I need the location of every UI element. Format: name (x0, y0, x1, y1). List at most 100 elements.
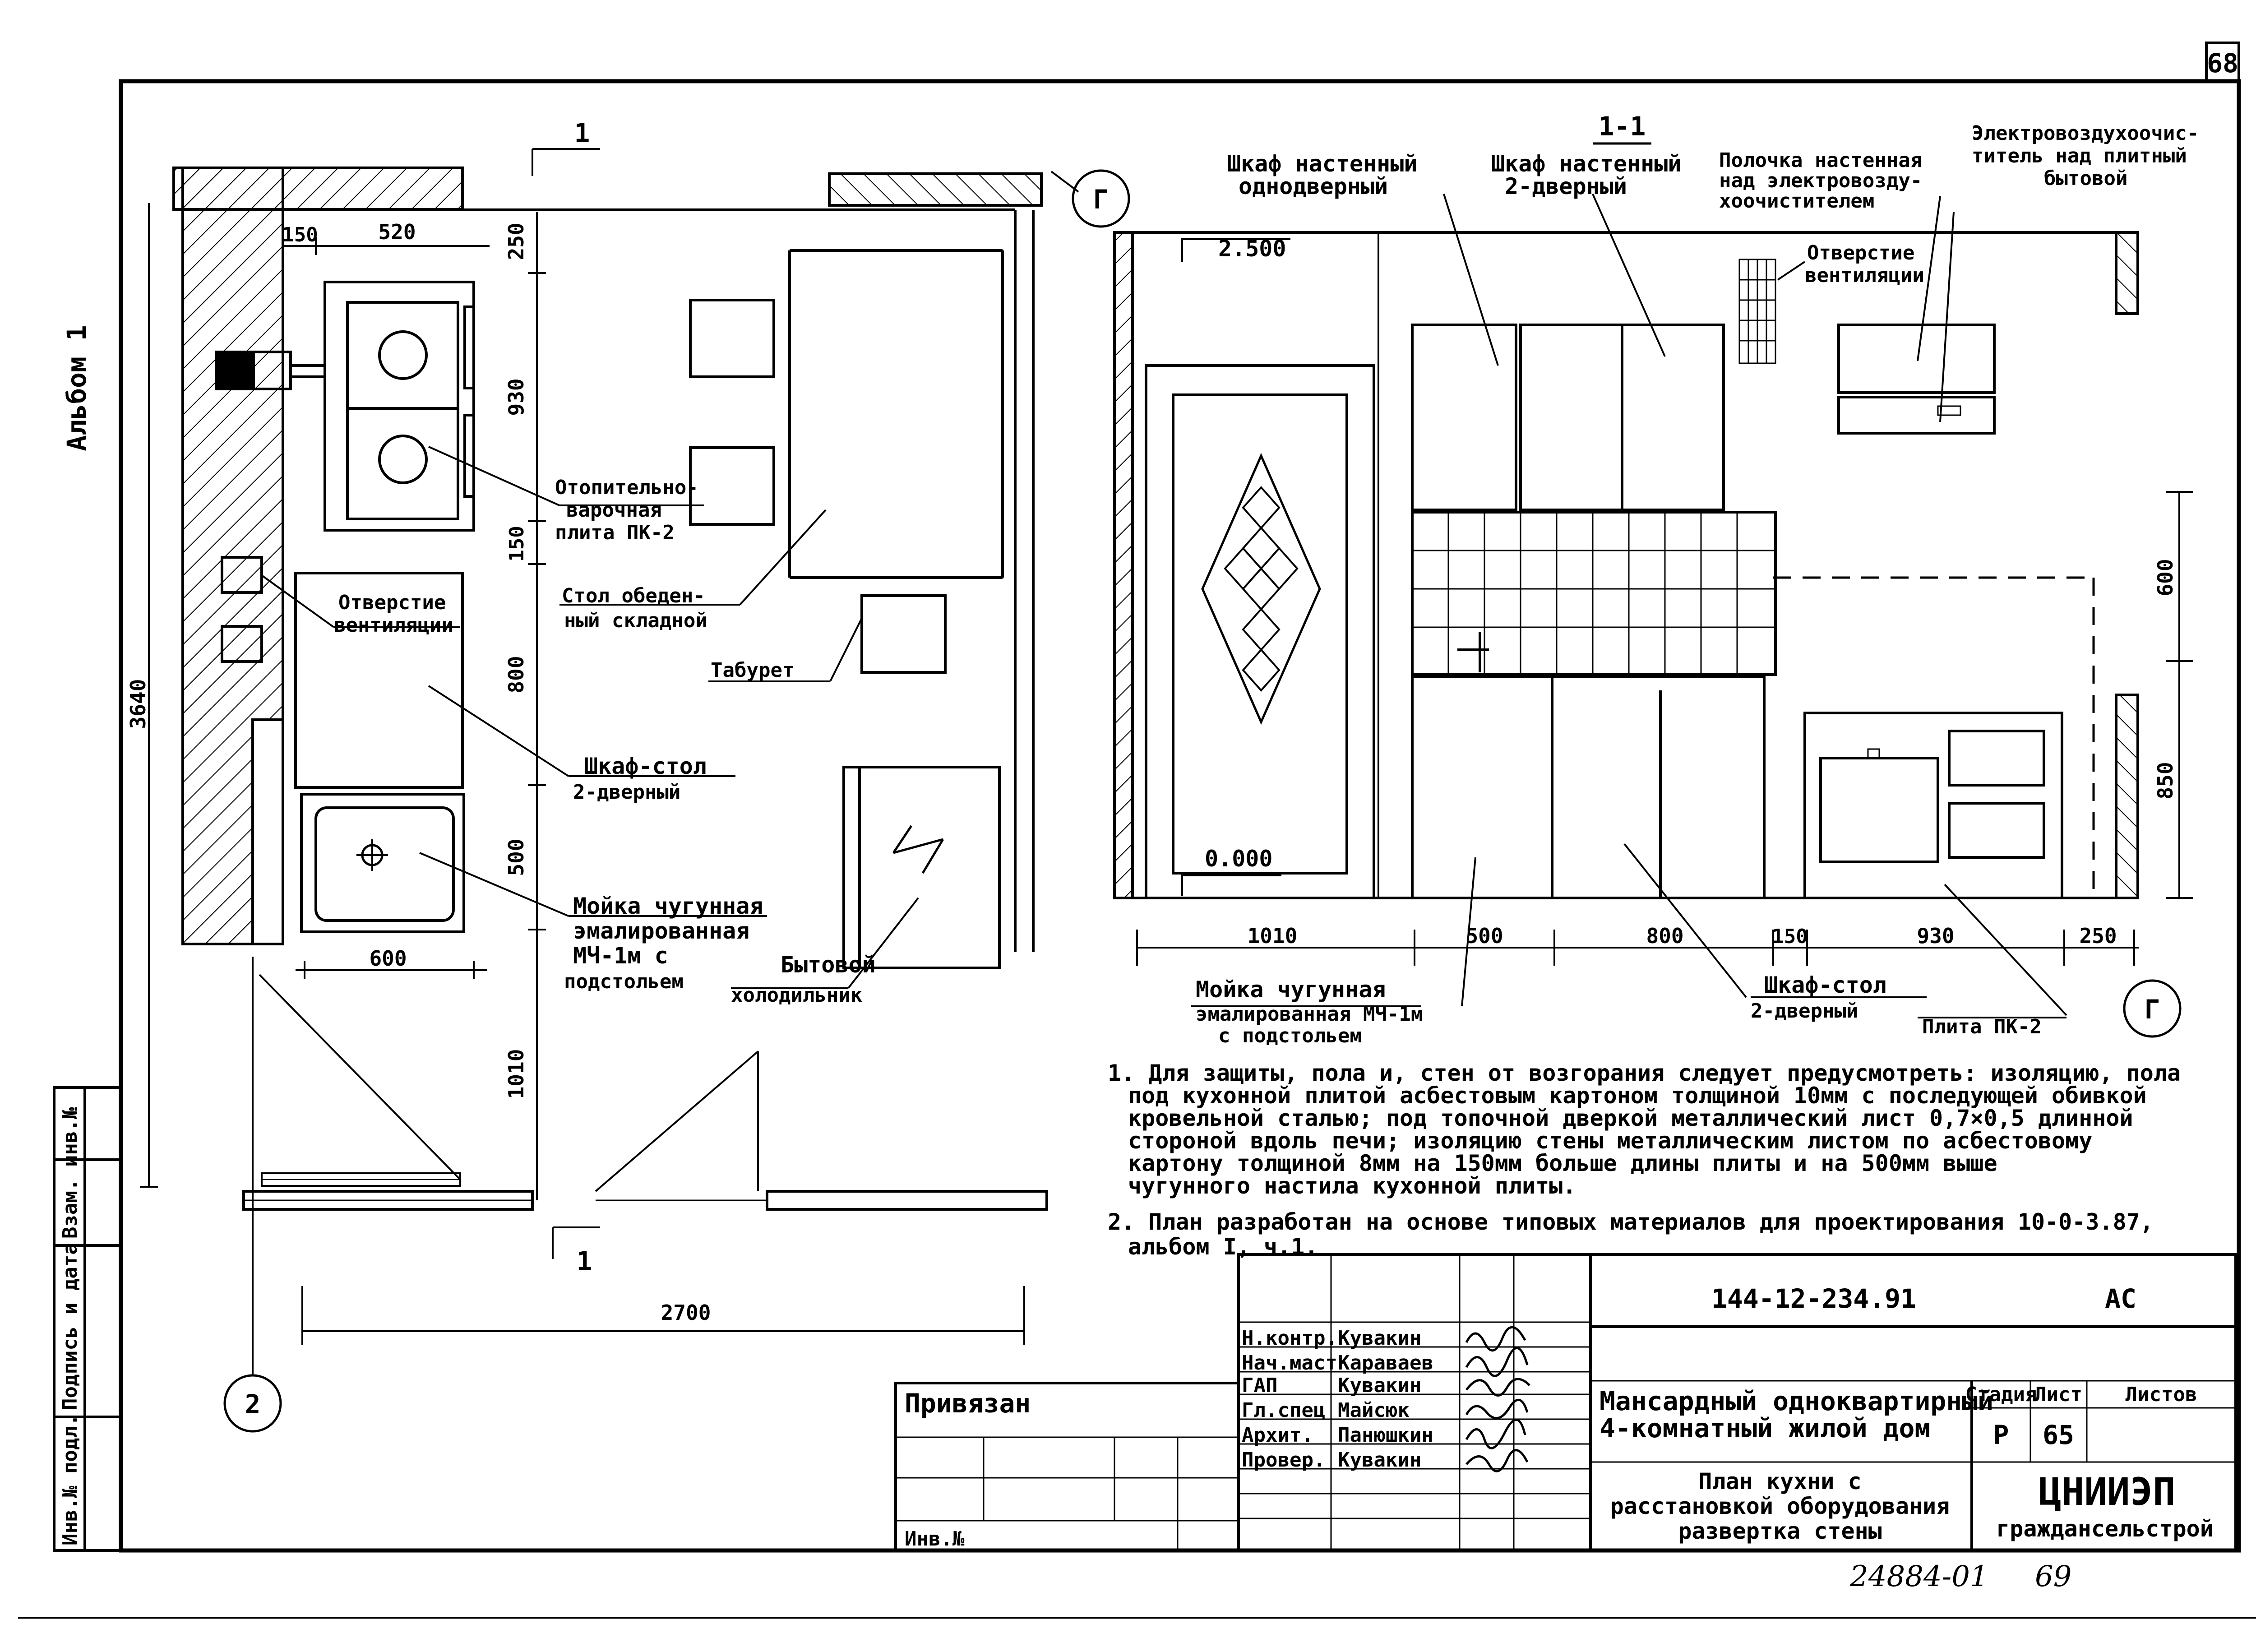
tb-name-4: Панюшкин (1338, 1424, 1433, 1447)
plan-label-cab-1: Шкаф-стол (584, 753, 707, 779)
el-dim-500: 500 (1465, 924, 1503, 948)
dim-2700: 2700 (661, 1300, 711, 1325)
stove-outline (324, 281, 475, 532)
el-dim-1010: 1010 (1248, 924, 1298, 948)
plan-label-table-2: ный складной (564, 609, 707, 632)
el-dim-250: 250 (2079, 924, 2117, 948)
elevation-title: 1-1 (1599, 111, 1646, 142)
tb-role-2: ГАП (1242, 1374, 1277, 1397)
el-label-hood-3: бытовой (2044, 167, 2127, 190)
plan-label-sink-1: Мойка чугунная (573, 893, 763, 919)
dim-150-v: 150 (505, 526, 528, 561)
plan-label-fridge-2: холодильник (731, 984, 862, 1007)
dim-150-top: 150 (282, 223, 318, 246)
plan-label-stove-1: Отопительно- (555, 476, 698, 499)
notes: 1. Для защиты, пола и, стен от возгорани… (1108, 1060, 2181, 1260)
stamp-page: 69 (2035, 1560, 2071, 1593)
el-label-cab1-1: Шкаф настенный (1227, 151, 1417, 177)
el-label-sink-1: Мойка чугунная (1196, 976, 1386, 1003)
el-label-vent-1: Отверстие (1807, 241, 1914, 264)
sink (300, 793, 465, 933)
el-axis-g-marker (2123, 979, 2182, 1038)
plan-label-vent-1: Отверстие (338, 591, 446, 614)
el-axis-g-label: Г (2145, 994, 2160, 1025)
dim-520: 520 (378, 220, 416, 244)
tb-stage-header: Стадия (1965, 1383, 2037, 1406)
el-dim-930: 930 (1917, 924, 1954, 948)
masonry-wall-north (172, 167, 464, 211)
tb-name-1: Караваев (1338, 1351, 1433, 1374)
tb-role-4: Архит. (1242, 1424, 1313, 1447)
hood (1837, 324, 1996, 394)
note-line-6: чугунного настила кухонной плиты. (1128, 1173, 1576, 1199)
stamp-number: 24884-01 (1849, 1560, 1988, 1593)
el-label-vent-2: вентиляции (1805, 264, 1924, 287)
tb-title-1: План кухни с (1698, 1468, 1861, 1495)
wall-cabinet-single (1411, 324, 1517, 511)
burner-2 (378, 435, 428, 484)
elevation-stove (1803, 712, 2063, 899)
plan-label-stove-2: варочная (566, 499, 662, 522)
el-label-cab-2: 2-дверный (1751, 1000, 1858, 1023)
burner-1 (378, 330, 428, 380)
el-label-cab1-2: однодверный (1239, 173, 1388, 199)
elevation-dimensions (1136, 238, 2193, 966)
el-dim-600: 600 (2153, 559, 2177, 596)
axis-g-marker (1072, 169, 1130, 228)
tile-grid (1412, 259, 1775, 675)
plan-details (347, 407, 458, 410)
stool-2 (689, 446, 775, 526)
note-line-3: кровельной сталью; под топочной дверкой … (1128, 1105, 2133, 1131)
tb-title-2: расстановкой оборудования (1610, 1493, 1950, 1519)
note-line-4: стороной вдоль печи; изоляцию стены мета… (1128, 1128, 2092, 1154)
tb-sheet-no: 65 (2043, 1420, 2074, 1450)
elevation-leaders (1191, 194, 2067, 1018)
plan-label-stove-3: плита ПК-2 (555, 521, 675, 544)
el-dim-150: 150 (1772, 925, 1808, 948)
tb-role-3: Гл.спец (1242, 1399, 1325, 1422)
tile-backsplash (1411, 511, 1777, 676)
el-label-shelf-2: над электровозду- (1719, 169, 1922, 192)
el-label-sink-2: эмалированная МЧ-1м (1196, 1003, 1423, 1026)
section-mark-bottom: 1 (577, 1246, 592, 1277)
axis-2-marker (223, 1374, 282, 1433)
el-label-shelf-3: хоочистителем (1719, 190, 1874, 213)
el-label-hood-1: Электровоздухоочис- (1972, 122, 2199, 145)
side-stamp-inv: Инв.№ подл. (59, 1414, 82, 1546)
section-mark-top: 1 (574, 118, 590, 148)
side-stamp-sign: Подпись и дата (59, 1243, 82, 1410)
dim-250-v: 250 (504, 222, 528, 260)
level-top: 2.500 (1218, 236, 1286, 262)
axis-2-label: 2 (245, 1389, 261, 1420)
tb-project-1: Мансардный одноквартирный (1600, 1386, 1993, 1416)
tb-code: 144-12-234.91 (1711, 1283, 1916, 1314)
tb-role-5: Провер. (1242, 1448, 1325, 1472)
axis-g-label: Г (1093, 184, 1109, 215)
dim-930-v: 930 (504, 378, 528, 416)
tb-stage-code: АС (2105, 1283, 2136, 1314)
level-zero: 0.000 (1205, 846, 1273, 872)
tb-linked: Привязан (905, 1388, 1031, 1419)
el-label-sink-3: с подстольем (1218, 1024, 1362, 1047)
plan-dimensions (140, 148, 1079, 1376)
plan-label-fridge-1: Бытовой (781, 952, 876, 978)
tb-title-3: развертка стены (1678, 1518, 1882, 1544)
note-line-8: альбом I, ч.1. (1128, 1234, 1318, 1260)
tb-stage: Р (1993, 1420, 2009, 1450)
page-number: 68 (2207, 48, 2238, 79)
el-label-cab-1: Шкаф-стол (1764, 972, 1886, 998)
title-block (894, 1253, 2237, 1552)
plan-label-cab-2: 2-дверный (573, 781, 680, 804)
plan-label-sink-2: эмалированная (573, 918, 749, 944)
floor-plan (172, 167, 1048, 1211)
elevation (1113, 231, 2139, 899)
tb-role-1: Нач.маст (1242, 1351, 1337, 1374)
tb-name-2: Кувакин (1338, 1374, 1421, 1397)
stool-1 (689, 299, 775, 378)
dim-800-v: 800 (504, 656, 528, 693)
plan-label-stool: Табурет (711, 659, 794, 682)
tb-inv: Инв.№ (905, 1527, 965, 1550)
note-line-5: картону толщиной 8мм на 150мм больше дли… (1128, 1150, 1997, 1176)
fridge (842, 766, 1001, 969)
dim-600: 600 (369, 946, 407, 971)
